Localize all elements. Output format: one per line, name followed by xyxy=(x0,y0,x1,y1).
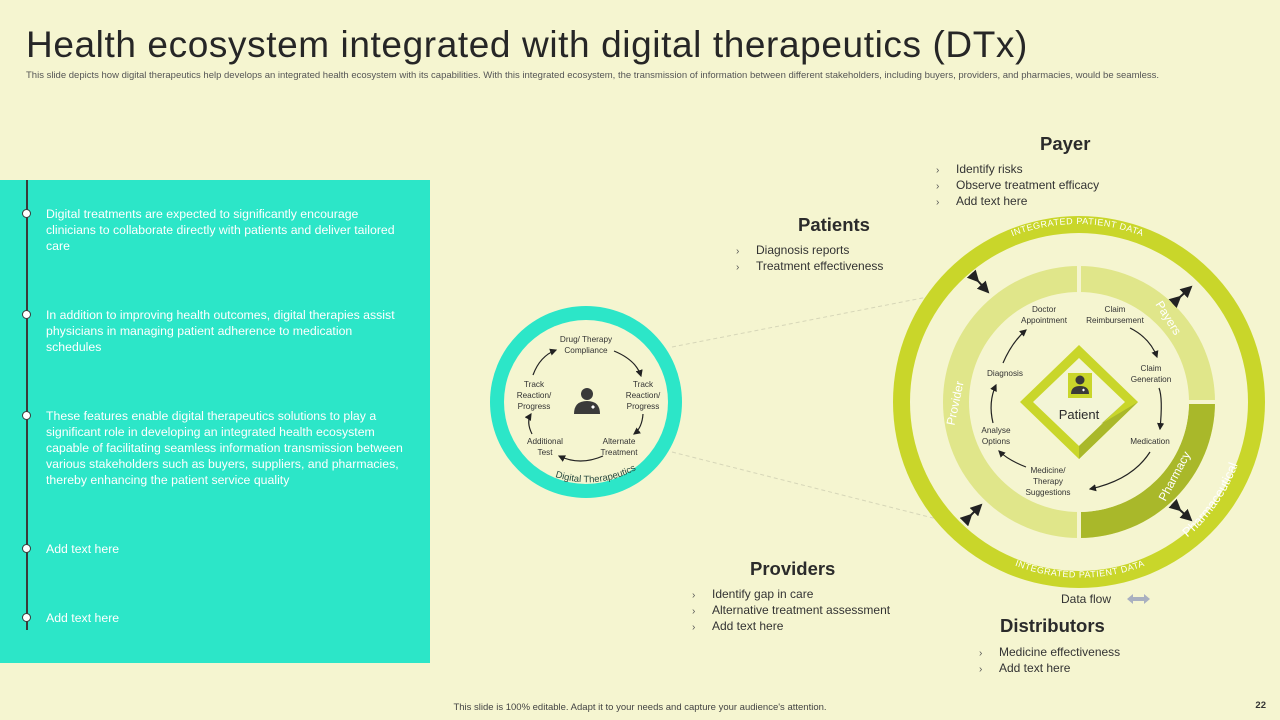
dtx-cycle: Digital Therapeutics Drug/ Therapy Compl… xyxy=(490,306,682,498)
step-medication: Medication xyxy=(1130,437,1170,446)
timeline-dot xyxy=(22,209,31,218)
list-item: ›Identify risks xyxy=(936,162,1023,176)
list-item: ›Medicine effectiveness xyxy=(979,645,1121,659)
dtx-step-drug: Drug/ Therapy xyxy=(560,335,613,344)
page-title: Health ecosystem integrated with digital… xyxy=(26,24,1028,65)
cycle-arrow xyxy=(524,412,533,435)
step-medicine-3: Suggestions xyxy=(1025,488,1070,497)
patients-list: ›Diagnosis reports ›Treatment effectiven… xyxy=(736,243,883,275)
list-item: ›Treatment effectiveness xyxy=(736,259,884,273)
step-analyse-2: Options xyxy=(982,437,1010,446)
dtx-step-track-left-3: Progress xyxy=(518,402,551,411)
list-item: ›Add text here xyxy=(936,194,1028,208)
list-item: ›Add text here xyxy=(979,661,1071,675)
dtx-step-track-left-2: Reaction/ xyxy=(517,391,552,400)
timeline-item-5: Add text here xyxy=(46,611,120,625)
cycle-arrow xyxy=(532,348,558,376)
timeline-panel: Digital treatments are expected to signi… xyxy=(0,180,430,663)
step-doctor-2: Appointment xyxy=(1021,316,1068,325)
cycle-arrow xyxy=(633,413,644,435)
dtx-step-track-right-2: Reaction/ xyxy=(626,391,661,400)
distributors-title: Distributors xyxy=(1000,615,1105,636)
data-flow-arrow xyxy=(959,503,983,527)
data-flow-arrow xyxy=(1168,285,1193,309)
doctor-icon xyxy=(574,388,600,414)
dtx-step-alternate: Alternate xyxy=(603,437,636,446)
footer-note: This slide is 100% editable. Adapt it to… xyxy=(453,702,827,713)
dtx-step-drug-2: Compliance xyxy=(564,346,608,355)
dtx-step-track-right: Track xyxy=(633,380,654,389)
page-number: 22 xyxy=(1255,700,1266,711)
dtx-step-track-left: Track xyxy=(524,380,545,389)
list-item: ›Add text here xyxy=(692,619,784,633)
providers-title: Providers xyxy=(750,558,836,579)
data-flow-arrow xyxy=(1168,498,1193,522)
list-item: ›Observe treatment efficacy xyxy=(936,178,1100,192)
dtx-step-additional-2: Test xyxy=(537,448,553,457)
distributors-list: ›Medicine effectiveness ›Add text here xyxy=(979,645,1120,677)
payer-list: ›Identify risks ›Observe treatment effic… xyxy=(936,162,1099,210)
timeline-dot xyxy=(22,613,31,622)
dtx-step-alternate-2: Treatment xyxy=(600,448,638,457)
step-medicine-2: Therapy xyxy=(1033,477,1064,486)
patients-title: Patients xyxy=(798,214,870,235)
flow-arrow xyxy=(990,383,997,424)
timeline-item-3: These features enable digital therapeuti… xyxy=(46,409,403,487)
timeline-item-1: Digital treatments are expected to signi… xyxy=(46,207,395,253)
providers-list: ›Identify gap in care ›Alternative treat… xyxy=(692,587,890,635)
patient-diamond-accent xyxy=(1079,402,1138,459)
flow-arrow xyxy=(1002,329,1027,364)
timeline-item-2: In addition to improving health outcomes… xyxy=(46,308,395,354)
list-item: ›Identify gap in care xyxy=(692,587,814,601)
flow-arrow xyxy=(998,450,1027,468)
page-subtitle: This slide depicts how digital therapeut… xyxy=(26,70,1160,81)
timeline-line xyxy=(26,180,28,630)
timeline-dot xyxy=(22,411,31,420)
flow-arrow xyxy=(1088,451,1151,492)
timeline-dot xyxy=(22,310,31,319)
cycle-arrow xyxy=(557,455,604,462)
flow-arrow xyxy=(1156,387,1165,431)
step-claim-gen-2: Generation xyxy=(1131,375,1172,384)
payer-title: Payer xyxy=(1040,133,1091,154)
flow-arrow xyxy=(1129,327,1159,359)
step-analyse: Analyse xyxy=(981,426,1011,435)
timeline-item-4: Add text here xyxy=(46,542,120,556)
data-flow-label: Data flow xyxy=(1061,592,1112,606)
data-flow-legend-icon xyxy=(1127,594,1150,604)
patient-icon xyxy=(1068,373,1092,398)
step-diagnosis: Diagnosis xyxy=(987,369,1023,378)
cycle-arrow xyxy=(613,350,643,378)
list-item: ›Alternative treatment assessment xyxy=(692,603,891,617)
step-claim-reimb: Claim xyxy=(1105,305,1126,314)
dtx-step-additional: Additional xyxy=(527,437,563,446)
timeline-dot xyxy=(22,544,31,553)
data-flow-arrow xyxy=(966,269,990,294)
ecosystem-wheel: Patient INTEGRATED PATIENT DATA INTEGRAT… xyxy=(893,216,1265,588)
patient-center-label: Patient xyxy=(1059,407,1100,422)
step-claim-gen: Claim xyxy=(1141,364,1162,373)
step-medicine: Medicine/ xyxy=(1030,466,1066,475)
dtx-step-track-right-3: Progress xyxy=(627,402,660,411)
list-item: ›Diagnosis reports xyxy=(736,243,850,257)
step-doctor: Doctor xyxy=(1032,305,1056,314)
step-claim-reimb-2: Reimbursement xyxy=(1086,316,1145,325)
